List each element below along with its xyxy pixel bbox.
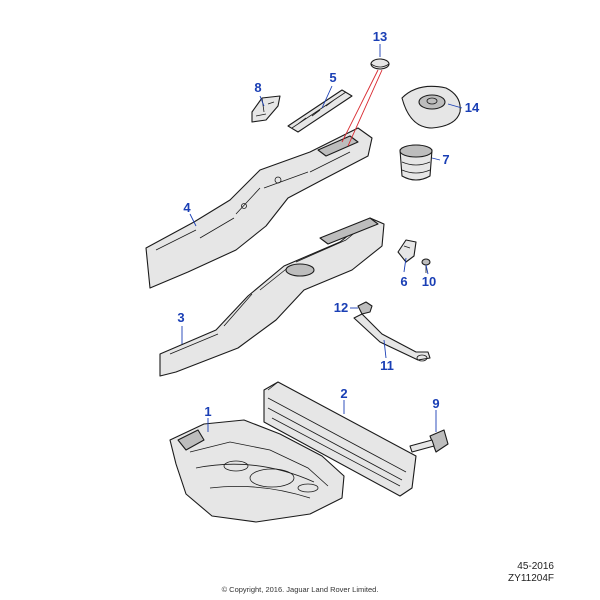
- part-2-bumper-beam: [263, 381, 417, 497]
- part-1-spare-wheel-well: [169, 419, 345, 523]
- part-3-rear-rail-lower: [159, 217, 385, 377]
- leader-5: [321, 85, 333, 109]
- leader-7: [431, 157, 441, 161]
- leader-lines: [181, 44, 463, 432]
- callout-13: 13: [373, 29, 387, 44]
- part-14-housing-cap: [401, 85, 461, 129]
- part-5-reinforcement: [287, 89, 353, 133]
- part-13-plug: [370, 58, 390, 70]
- callout-12: 12: [334, 300, 348, 315]
- leader-14: [447, 103, 463, 109]
- part-8-bracket: [251, 95, 281, 123]
- leader-11: [383, 339, 387, 359]
- leader-8: [259, 95, 265, 107]
- part-12-clip: [357, 301, 373, 315]
- part-4-rear-rail-upper: [145, 127, 373, 289]
- callout-3: 3: [177, 310, 184, 325]
- callout-11: 11: [380, 358, 394, 373]
- callout-7: 7: [442, 152, 449, 167]
- part-7-cup: [399, 144, 433, 181]
- callout-2: 2: [340, 386, 347, 401]
- reference-code: 45-2016: [517, 561, 554, 572]
- callout-14: 14: [465, 100, 480, 115]
- part-11-strap: [353, 313, 431, 362]
- callout-8: 8: [254, 80, 261, 95]
- part-9-bolt: [409, 429, 449, 453]
- callout-5: 5: [329, 70, 336, 85]
- leader-13-red-b: [347, 69, 383, 147]
- callout-10: 10: [422, 274, 436, 289]
- callout-1: 1: [204, 404, 211, 419]
- copyright-notice: © Copyright, 2016. Jaguar Land Rover Lim…: [221, 585, 379, 594]
- reference-id: ZY11204F: [508, 573, 554, 584]
- leader-6: [403, 257, 407, 273]
- callout-labels: 13 8 5 14 7 4 6 10 12 11 3 2 9 1: [177, 29, 480, 419]
- part-6-bracket: [397, 239, 417, 263]
- callout-4: 4: [183, 200, 191, 215]
- callout-6: 6: [400, 274, 407, 289]
- leader-4: [189, 213, 197, 227]
- callout-9: 9: [432, 396, 439, 411]
- leader-13-red-a: [341, 69, 379, 143]
- leader-10: [425, 264, 429, 275]
